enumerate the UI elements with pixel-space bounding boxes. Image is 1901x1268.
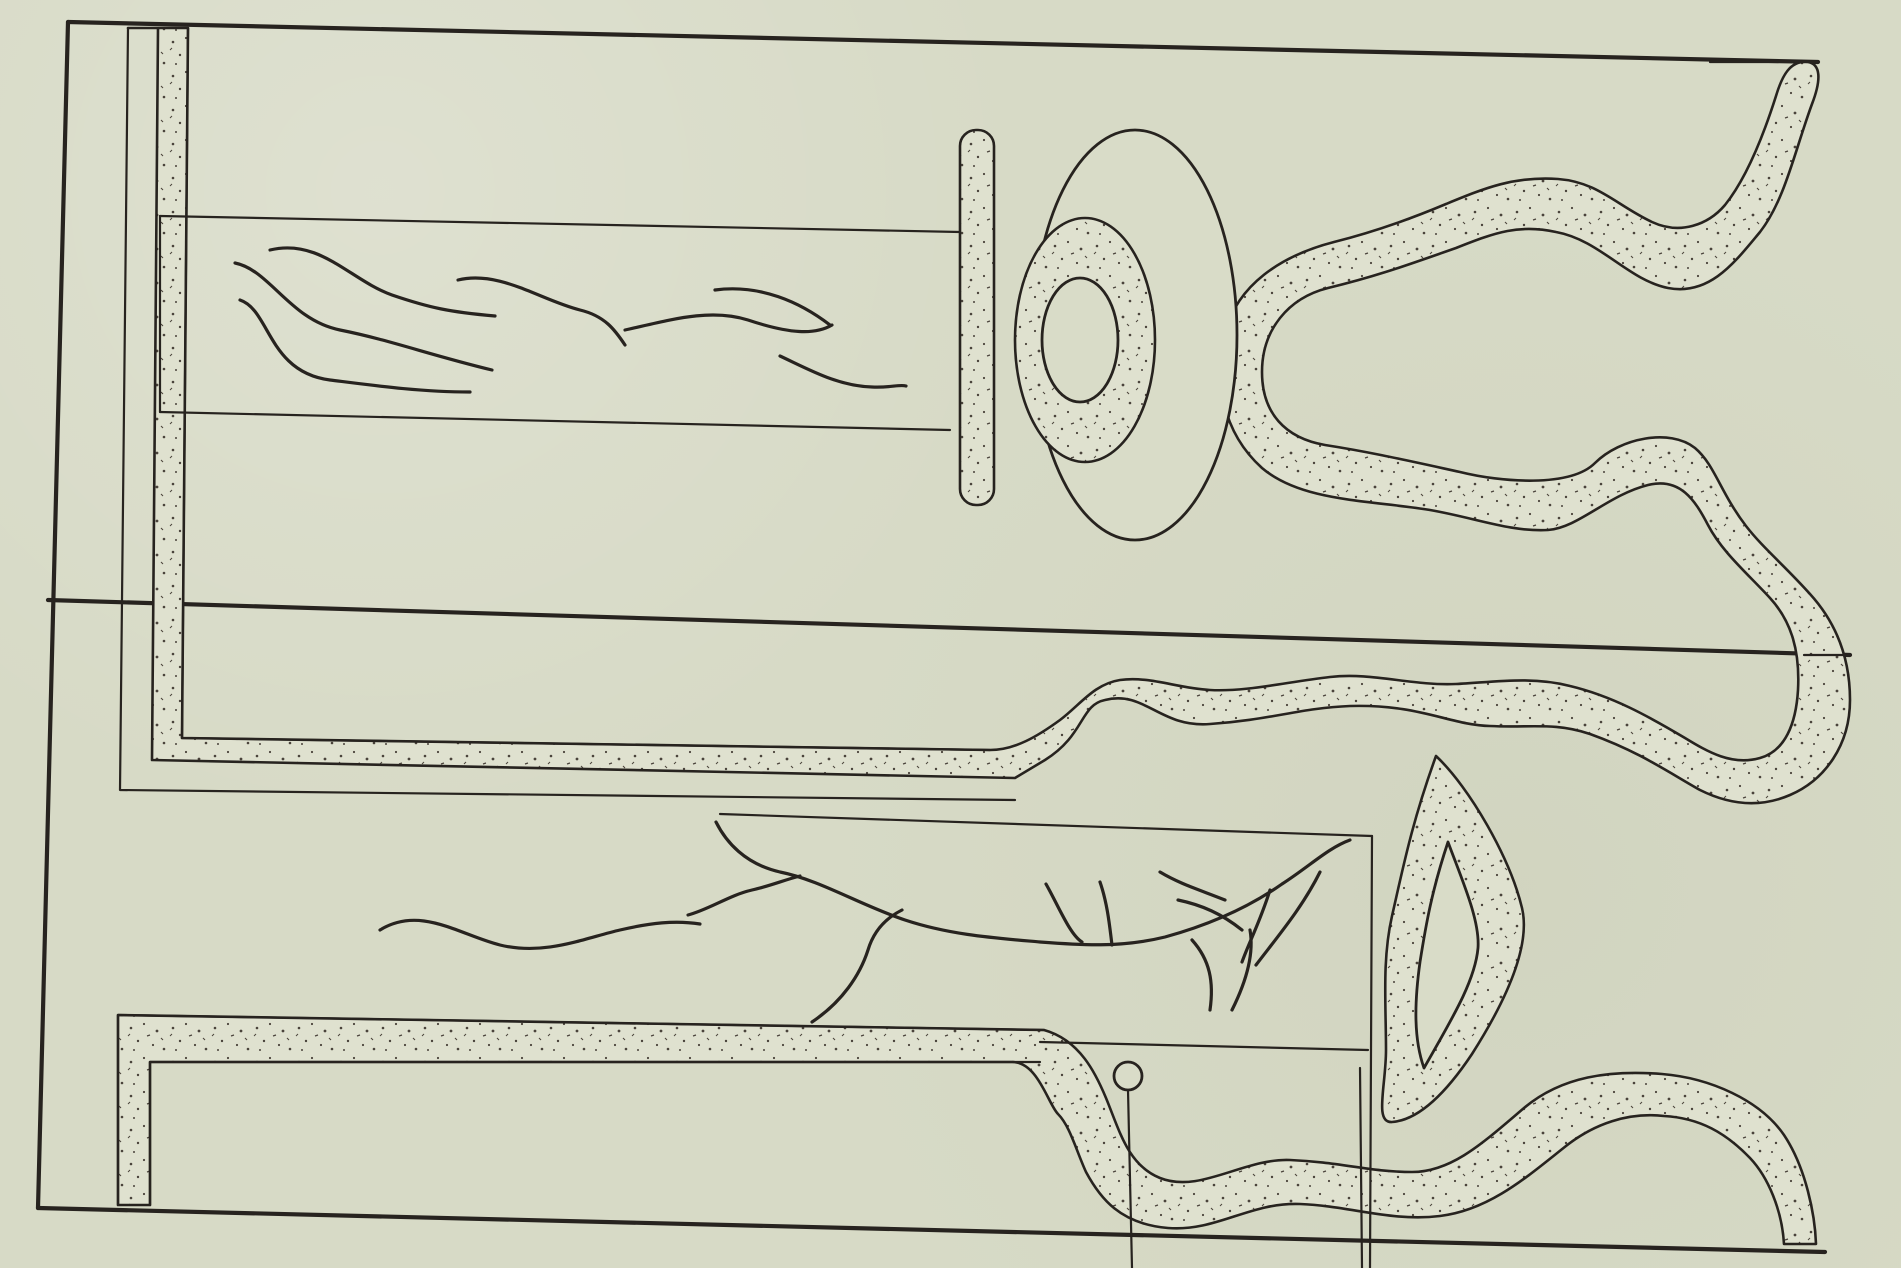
fiber-7 (780, 356, 906, 387)
lower-branch-fiber-10 (1256, 872, 1320, 965)
outer-frame-top (68, 22, 1818, 62)
vertical-plate (960, 130, 994, 505)
outer-frame-bottom (38, 1208, 1825, 1252)
fiber-4 (458, 278, 625, 345)
upper-tube-top-edge (160, 216, 960, 232)
lower-branch-fiber-4 (812, 910, 902, 1022)
lower-branch-fiber-3 (688, 876, 800, 915)
fiber-5 (625, 315, 832, 332)
ovoid-core (1042, 278, 1118, 402)
upper-tube-bottom-edge (160, 412, 950, 430)
lower-left-speckled-wall (118, 1015, 1816, 1244)
lower-branch-fiber-8 (1232, 930, 1251, 1010)
lower-branch-fiber-7 (1192, 940, 1211, 1010)
lower-branch-fiber-12 (1178, 900, 1242, 930)
small-loop (1114, 1062, 1142, 1090)
stem-2 (1360, 1068, 1362, 1268)
lower-branch-fiber-5 (1046, 884, 1082, 942)
lower-branch-fiber-6 (1100, 882, 1112, 945)
fiber-6 (715, 289, 830, 325)
upper-left-inner-edge (182, 28, 990, 750)
fiber-3 (240, 300, 470, 392)
lower-left-inner-edge (150, 1062, 1040, 1205)
lower-branch-fiber-2 (380, 920, 700, 948)
fiber-1 (270, 248, 495, 316)
lower-branch-box-top (720, 814, 1372, 836)
outer-frame-left (38, 22, 68, 1208)
lower-branch-fiber-11 (1160, 872, 1225, 900)
lower-branch-box-inner (1040, 1042, 1368, 1050)
outer-frame-divider (48, 600, 1850, 655)
